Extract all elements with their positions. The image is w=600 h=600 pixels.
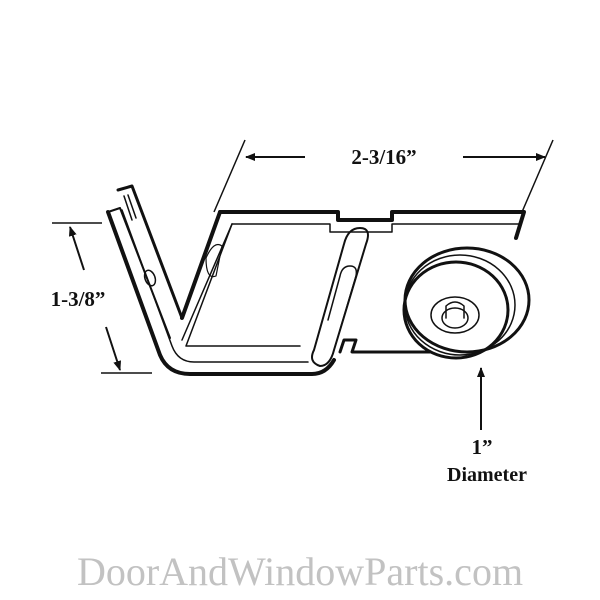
height-arrow-top [68,226,85,271]
diameter-dimension: 1” Diameter [447,367,527,486]
height-label: 1-3/8” [51,287,106,311]
diameter-caption: Diameter [447,464,527,486]
height-arrow-bottom [105,326,122,371]
width-dimension: 2-3/16” [213,139,554,213]
width-extension-line-right [521,139,554,213]
roller-wheel [402,246,531,360]
diameter-value: 1” [472,435,493,459]
height-dimension: 1-3/8” [51,222,152,374]
width-extension-line-left [213,139,246,213]
width-label: 2-3/16” [351,145,416,169]
watermark: DoorAndWindowParts.com [76,549,524,594]
bracket-drawing [106,184,531,376]
